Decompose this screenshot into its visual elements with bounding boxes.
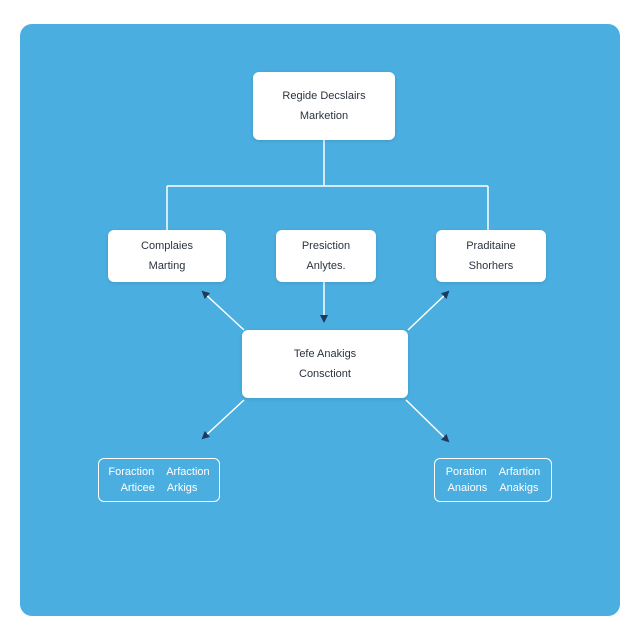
leaf-node-left-row1-a: Foraction [108,466,155,478]
leaf-node-left[interactable]: Foraction Arfaction Articee Arkigs [98,458,220,502]
root-node[interactable]: Regide Decslairs Marketion [253,72,395,140]
branch-node-right-line2: Shorhers [468,260,514,272]
branch-node-middle-line1: Presiction [301,240,351,252]
leaf-node-right[interactable]: Poration Arfartion Anaions Anakigs [434,458,552,502]
leaf-node-left-row2-a: Articee [120,482,155,494]
branch-node-left[interactable]: Complaies Marting [108,230,226,282]
leaf-node-right-row2-a: Anaions [447,482,488,494]
center-node[interactable]: Tefe Anakigs Consctiont [242,330,408,398]
leaf-node-left-row1: Foraction Arfaction [99,464,219,480]
branch-node-middle[interactable]: Presiction Anlytes. [276,230,376,282]
branch-node-left-line2: Marting [148,260,186,272]
arrow-center-to-right-branch [407,290,450,331]
leaf-node-right-row2: Anaions Anakigs [435,480,551,496]
leaf-node-right-row1-a: Poration [445,466,487,478]
center-node-line1: Tefe Anakigs [293,348,357,360]
leaf-node-left-row1-b: Arfaction [166,466,210,478]
root-node-line2: Marketion [299,110,349,122]
leaf-node-right-row1: Poration Arfartion [435,464,551,480]
branch-node-left-line1: Complaies [141,240,193,252]
leaf-node-right-row2-b: Anakigs [499,482,539,494]
arrow-center-to-right-leaf [405,399,450,443]
branch-node-right[interactable]: Praditaine Shorhers [436,230,546,282]
center-node-line2: Consctiont [299,368,351,380]
branch-node-right-line1: Praditaine [466,240,516,252]
arrow-center-to-left-branch [201,290,245,331]
branch-node-middle-line2: Anlytes. [306,260,346,272]
root-node-line1: Regide Decslairs [282,90,366,102]
leaf-node-left-row2: Articee Arkigs [99,480,219,496]
leaf-node-left-row2-b: Arkigs [166,482,198,494]
arrow-center-to-left-leaf [201,399,245,440]
leaf-node-right-row1-b: Arfartion [498,466,541,478]
diagram-canvas: Regide Decslairs Marketion Complaies Mar… [20,24,620,616]
